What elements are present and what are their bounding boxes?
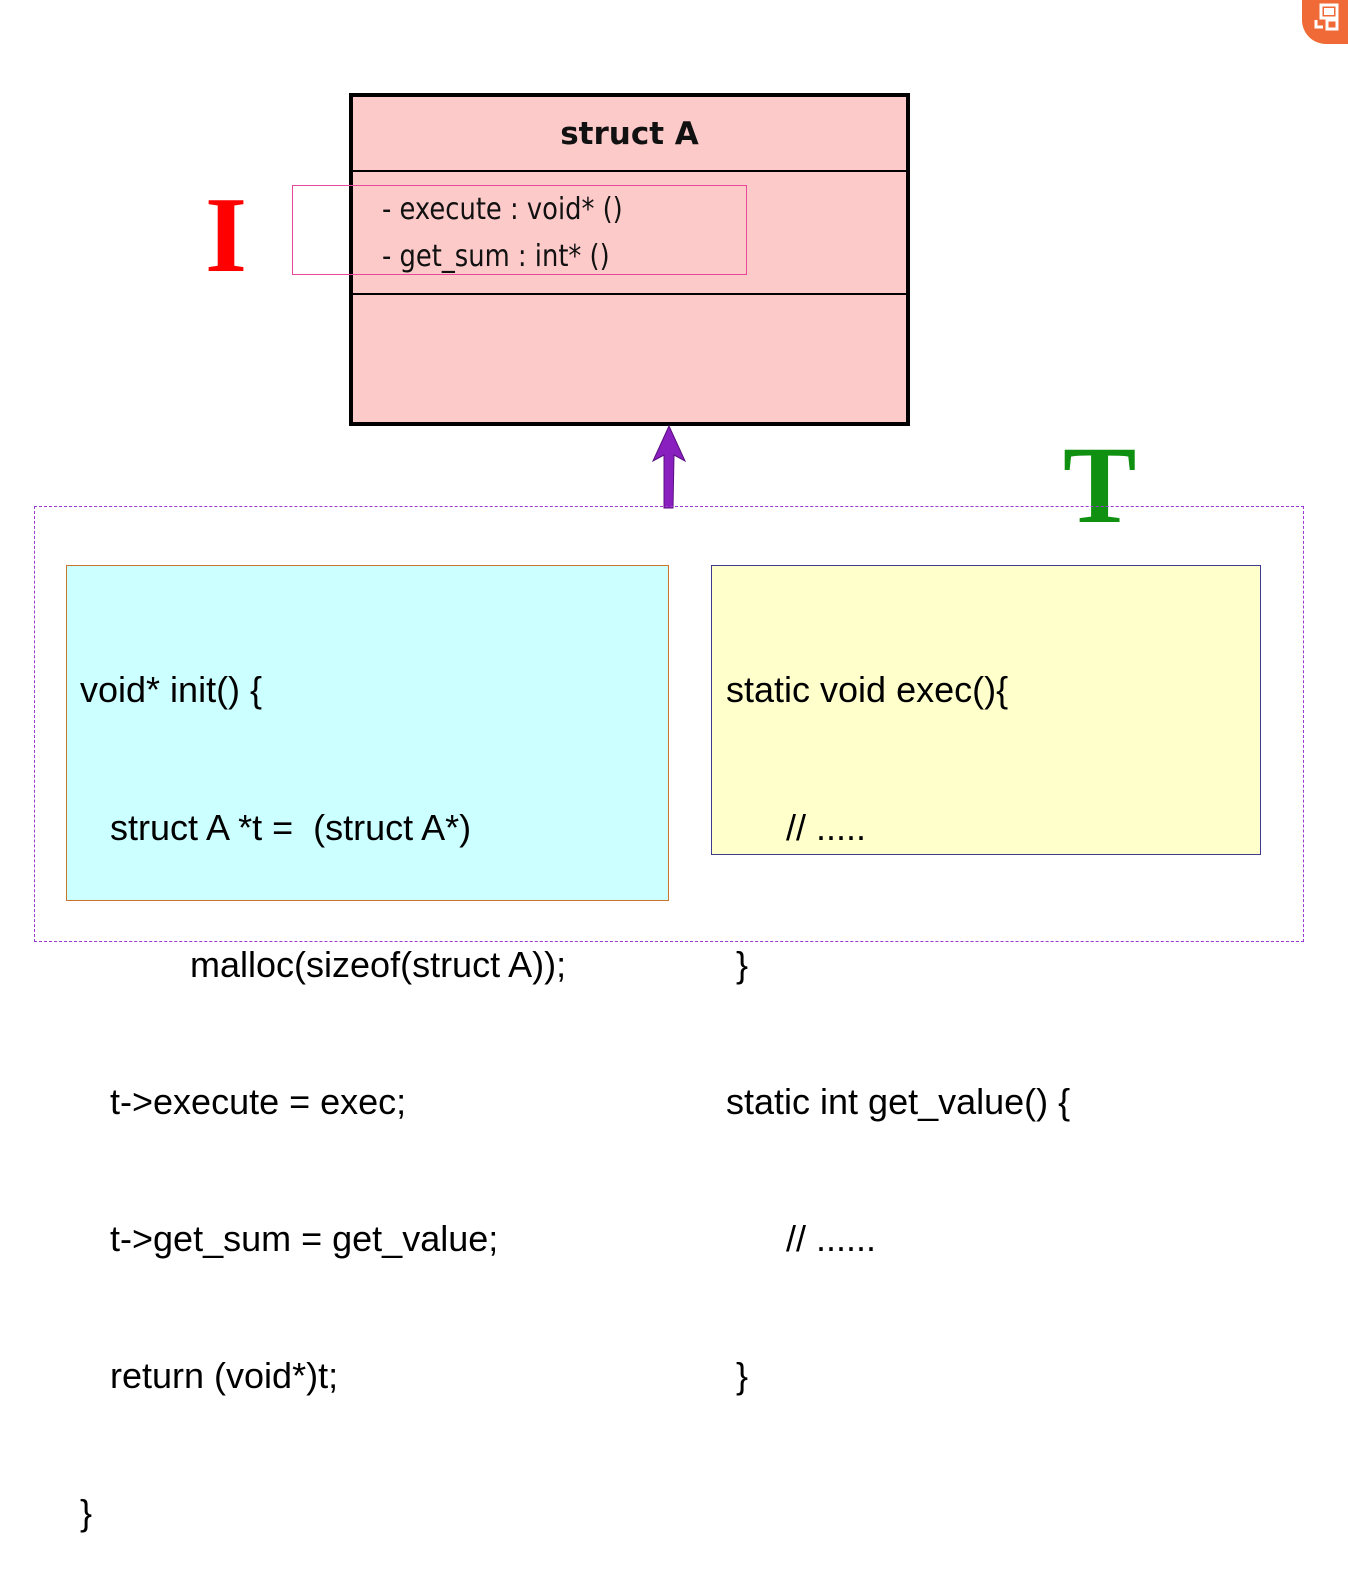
code-line: struct A *t = (struct A*) [80,806,472,848]
code-line: void* init() { [80,669,263,711]
code-line: // ...... [726,1217,877,1259]
code-line: } [726,1354,749,1396]
interface-label: I [205,176,248,295]
uml-attributes-section: - execute : void* () - get_sum : int* () [353,172,906,295]
corner-badge[interactable] [1302,0,1348,44]
code-line: // ..... [726,806,867,848]
interface-highlight-rect [292,185,747,275]
uml-attribute-get-sum: - get_sum : int* () [382,239,610,274]
uml-attribute-execute: - execute : void* () [382,192,623,227]
code-line: static int get_value() { [726,1080,1071,1122]
implementation-container [34,506,1304,942]
translate-icon [1314,3,1339,31]
code-line: malloc(sizeof(struct A)); [80,943,567,985]
code-line: } [726,943,749,985]
code-line: return (void*)t; [80,1354,339,1396]
uml-class-box: struct A - execute : void* () - get_sum … [349,93,910,426]
implementation-label: T [1063,424,1137,546]
realization-arrow [651,424,687,509]
code-line: } [80,1491,93,1533]
uml-methods-section [353,295,906,422]
code-line: t->execute = exec; [80,1080,407,1122]
uml-class-name: struct A [353,97,906,172]
code-line: t->get_sum = get_value; [80,1217,499,1259]
init-code-block: void* init() { struct A *t = (struct A*)… [66,565,669,1533]
code-line: static void exec(){ [726,669,1009,711]
static-functions-code-block: static void exec(){ // ..... } static in… [711,565,1261,1396]
